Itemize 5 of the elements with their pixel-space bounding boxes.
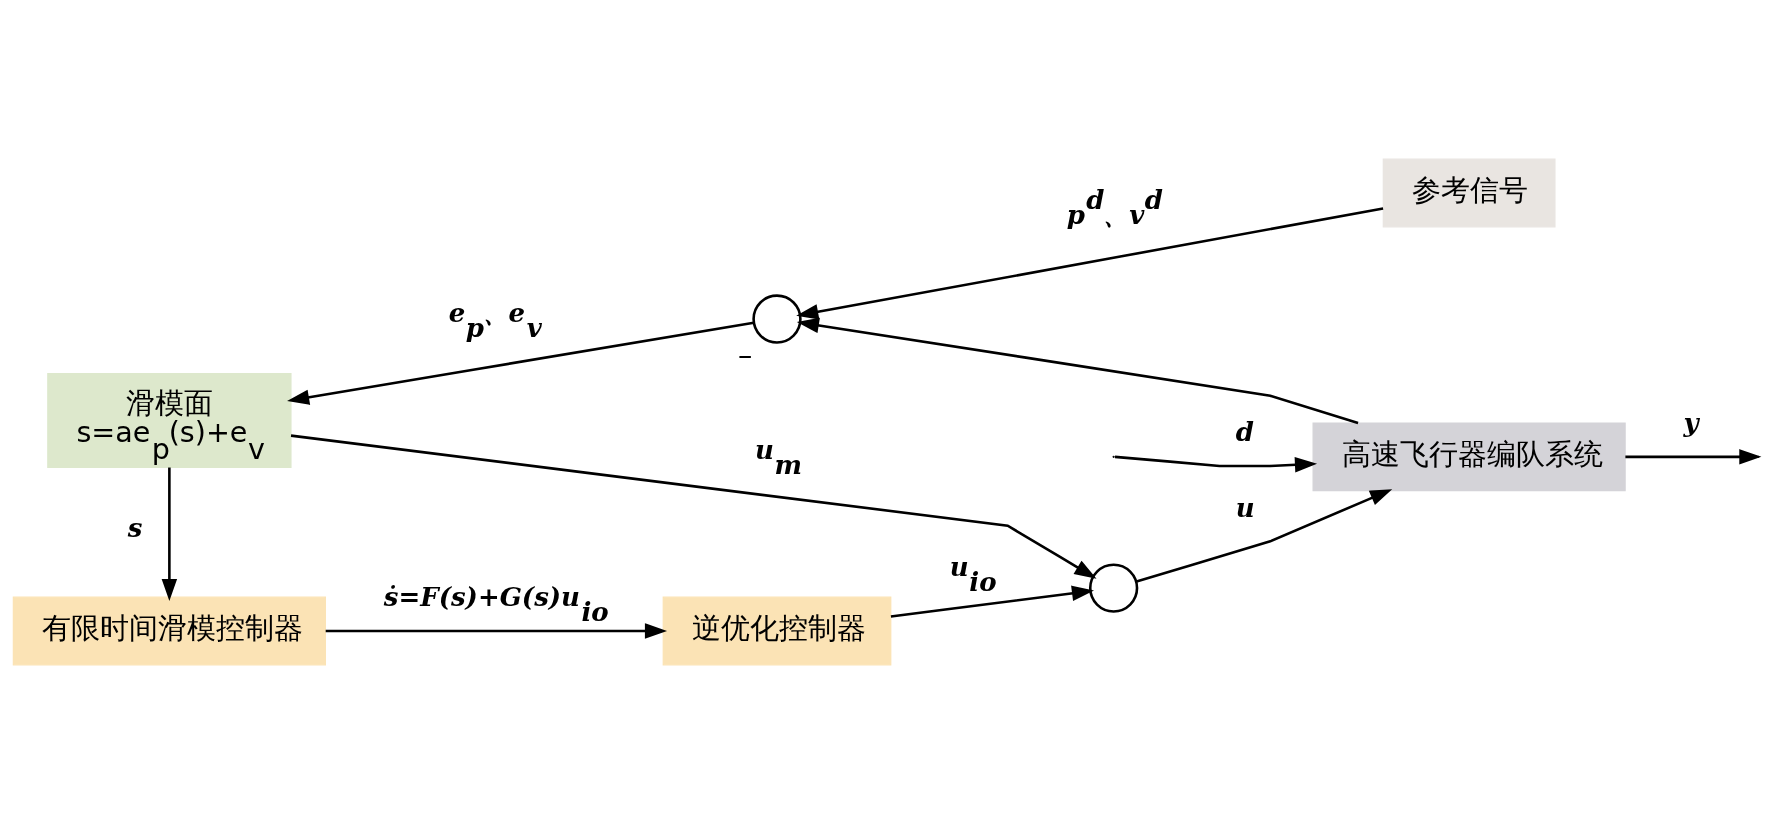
edge-label: y (1683, 407, 1699, 438)
node-label: – (738, 337, 753, 372)
edge-label: s (127, 512, 143, 543)
edge-label: u (1235, 492, 1255, 523)
edge-label: d (1235, 416, 1254, 447)
